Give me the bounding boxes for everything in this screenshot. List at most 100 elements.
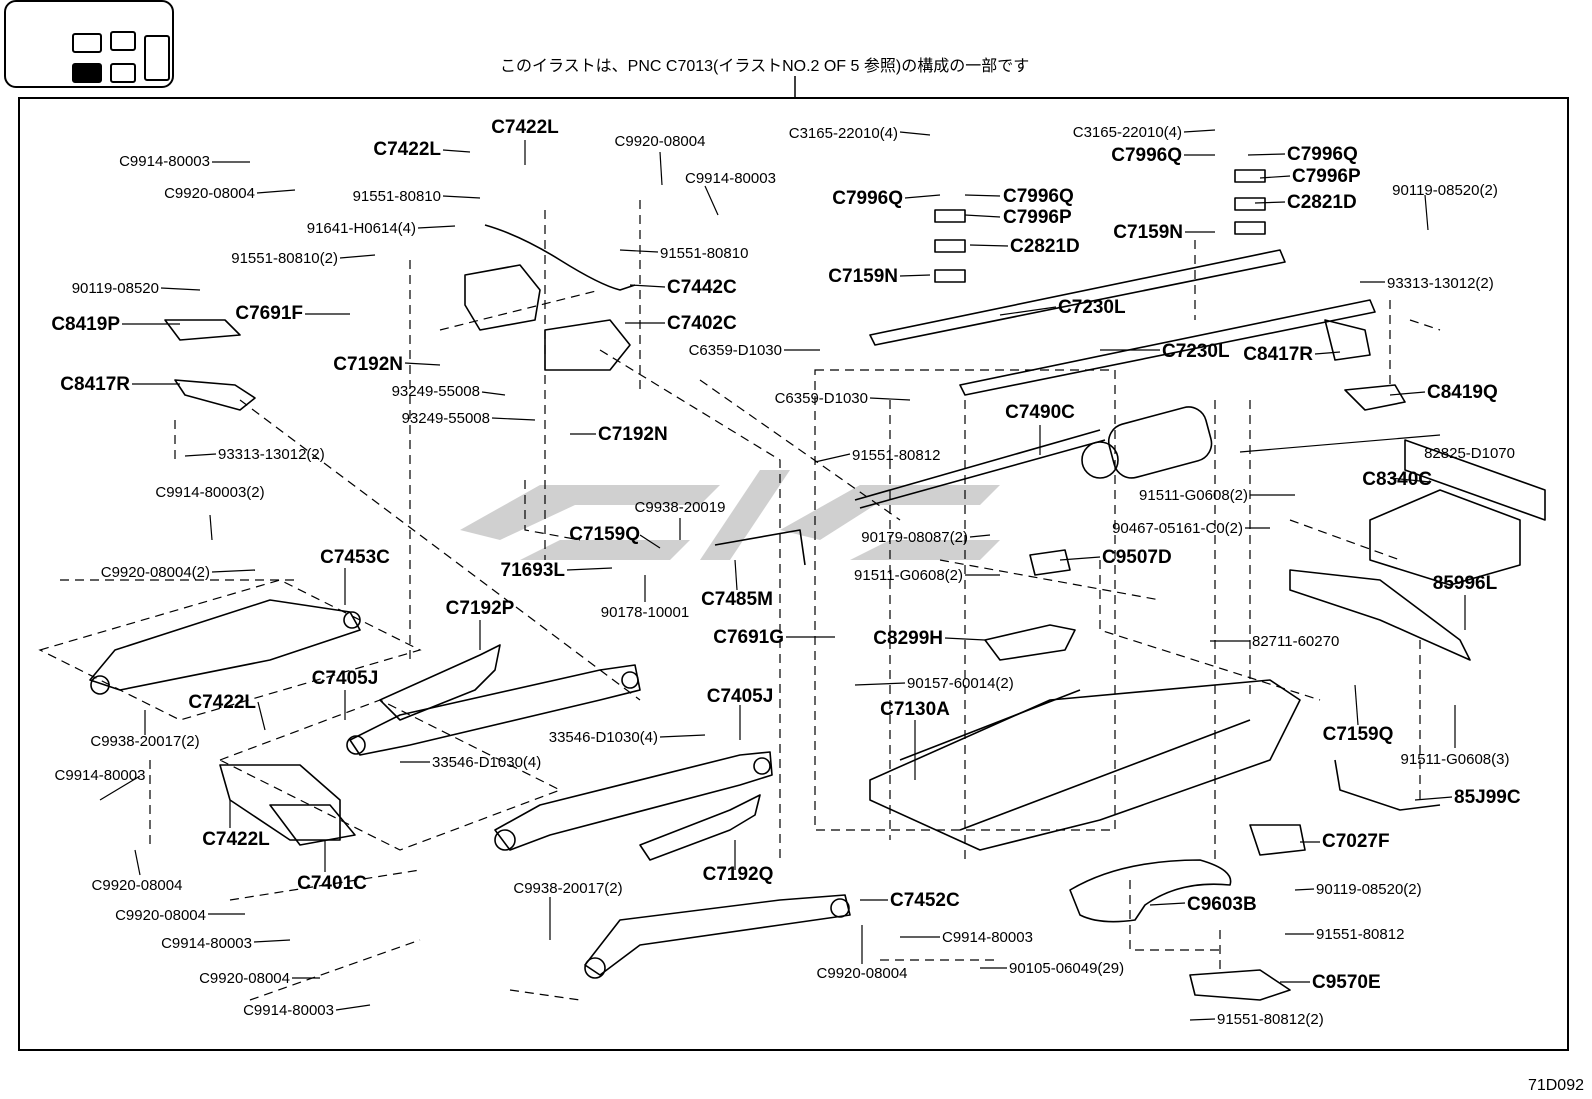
- part-label[interactable]: C7422L: [491, 117, 559, 138]
- part-label[interactable]: C2821D: [1010, 236, 1080, 257]
- part-label[interactable]: C9507D: [1102, 547, 1172, 568]
- part-label[interactable]: C7453C: [320, 547, 390, 568]
- part-label[interactable]: C7996Q: [1003, 186, 1074, 207]
- part-label[interactable]: C8340C: [1362, 469, 1432, 490]
- part-label[interactable]: C9920-08004: [817, 965, 908, 982]
- part-label[interactable]: C9920-08004(2): [101, 564, 210, 581]
- part-label[interactable]: C3165-22010(4): [789, 125, 898, 142]
- part-label[interactable]: C9914-80003: [942, 929, 1033, 946]
- part-label[interactable]: C7159Q: [569, 524, 640, 545]
- part-label[interactable]: C8419Q: [1427, 382, 1498, 403]
- part-label[interactable]: C6359-D1030: [689, 342, 782, 359]
- part-label[interactable]: 91511-G0608(2): [1139, 487, 1248, 504]
- locator-cell: [144, 35, 170, 81]
- part-label[interactable]: C7490C: [1005, 402, 1075, 423]
- part-label[interactable]: C7996Q: [1111, 145, 1182, 166]
- part-label[interactable]: C9938-20017(2): [90, 733, 199, 750]
- part-label[interactable]: C7996Q: [832, 188, 903, 209]
- part-label[interactable]: 33546-D1030(4): [549, 729, 658, 746]
- part-label[interactable]: C7192N: [598, 424, 668, 445]
- part-label[interactable]: C9920-08004: [615, 133, 706, 150]
- part-label[interactable]: C8417R: [60, 374, 130, 395]
- part-label[interactable]: C8419P: [51, 314, 120, 335]
- part-label[interactable]: C9920-08004: [92, 877, 183, 894]
- part-label[interactable]: 33546-D1030(4): [432, 754, 541, 771]
- part-label[interactable]: 91511-G0608(3): [1401, 751, 1510, 768]
- part-label[interactable]: C9914-80003: [243, 1002, 334, 1019]
- part-label[interactable]: 93313-13012(2): [218, 446, 325, 463]
- part-label[interactable]: C2821D: [1287, 192, 1357, 213]
- part-label[interactable]: C7192Q: [703, 864, 774, 885]
- part-label[interactable]: 91511-G0608(2): [854, 567, 963, 584]
- part-label[interactable]: C7485M: [701, 589, 773, 610]
- part-label[interactable]: C7027F: [1322, 831, 1390, 852]
- part-label[interactable]: C9603B: [1187, 894, 1257, 915]
- part-label[interactable]: 90119-08520(2): [1316, 881, 1422, 898]
- part-label[interactable]: C8417R: [1243, 344, 1313, 365]
- part-label[interactable]: C7159Q: [1323, 724, 1394, 745]
- part-label[interactable]: C7452C: [890, 890, 960, 911]
- part-label[interactable]: 82711-60270: [1252, 633, 1339, 650]
- part-label[interactable]: 90119-08520: [72, 280, 159, 297]
- part-label[interactable]: C9914-80003(2): [155, 484, 264, 501]
- part-label[interactable]: 90105-06049(29): [1009, 960, 1124, 977]
- part-label[interactable]: C9570E: [1312, 972, 1381, 993]
- part-label[interactable]: C7405J: [707, 686, 774, 707]
- part-label[interactable]: 85996L: [1433, 573, 1498, 594]
- part-label[interactable]: 91551-80810(2): [231, 250, 338, 267]
- part-label[interactable]: C9920-08004: [199, 970, 290, 987]
- part-label[interactable]: 91551-80812(2): [1217, 1011, 1324, 1028]
- part-label[interactable]: 93313-13012(2): [1387, 275, 1494, 292]
- part-label[interactable]: C7996P: [1292, 166, 1361, 187]
- part-label[interactable]: 90157-60014(2): [907, 675, 1014, 692]
- part-label[interactable]: C7230L: [1058, 297, 1126, 318]
- part-label[interactable]: C7996P: [1003, 207, 1072, 228]
- locator-cell-selected: [72, 63, 102, 83]
- part-label[interactable]: 91641-H0614(4): [307, 220, 416, 237]
- part-label[interactable]: C7159N: [828, 266, 898, 287]
- part-label[interactable]: C9938-20019: [635, 499, 726, 516]
- diagram-frame: [18, 97, 1569, 1051]
- part-label[interactable]: C3165-22010(4): [1073, 124, 1182, 141]
- part-label[interactable]: C9938-20017(2): [513, 880, 622, 897]
- part-label[interactable]: 91551-80810: [660, 245, 748, 262]
- part-label[interactable]: C7192P: [446, 598, 515, 619]
- part-label[interactable]: C7422L: [202, 829, 270, 850]
- part-label[interactable]: 91551-80812: [1316, 926, 1404, 943]
- part-label[interactable]: 91551-80812: [852, 447, 940, 464]
- part-label[interactable]: C9914-80003: [161, 935, 252, 952]
- part-label[interactable]: C8299H: [873, 628, 943, 649]
- part-label[interactable]: C9914-80003: [685, 170, 776, 187]
- part-label[interactable]: 85J99C: [1454, 787, 1521, 808]
- part-label[interactable]: C7996Q: [1287, 144, 1358, 165]
- part-label[interactable]: C7422L: [373, 139, 441, 160]
- part-label[interactable]: C7192N: [333, 354, 403, 375]
- illustration-code: 71D092: [1527, 1077, 1584, 1094]
- part-label[interactable]: 90178-10001: [601, 604, 689, 621]
- part-label[interactable]: C6359-D1030: [775, 390, 868, 407]
- part-label[interactable]: 93249-55008: [402, 410, 490, 427]
- part-label[interactable]: 91551-80810: [353, 188, 441, 205]
- part-label[interactable]: C7402C: [667, 313, 737, 334]
- part-label[interactable]: 82825-D1070: [1424, 445, 1515, 462]
- part-label[interactable]: 90467-05161-C0(2): [1112, 520, 1243, 537]
- part-label[interactable]: 93249-55008: [392, 383, 480, 400]
- part-label[interactable]: 90119-08520(2): [1392, 182, 1498, 199]
- part-label[interactable]: C7230L: [1162, 341, 1230, 362]
- part-label[interactable]: C9914-80003: [55, 767, 146, 784]
- part-label[interactable]: C7405J: [312, 668, 379, 689]
- part-label[interactable]: C9914-80003: [119, 153, 210, 170]
- part-label[interactable]: 90179-08087(2): [861, 529, 968, 546]
- locator-cell: [110, 63, 136, 83]
- part-label[interactable]: C9920-08004: [115, 907, 206, 924]
- part-label[interactable]: C7691G: [713, 627, 784, 648]
- part-label[interactable]: C7422L: [188, 692, 256, 713]
- part-label[interactable]: 71693L: [501, 560, 566, 581]
- part-label[interactable]: C7442C: [667, 277, 737, 298]
- part-label[interactable]: C7159N: [1113, 222, 1183, 243]
- part-label[interactable]: C7691F: [235, 303, 303, 324]
- part-label[interactable]: C7130A: [880, 699, 950, 720]
- part-label[interactable]: C7401C: [297, 873, 367, 894]
- part-label[interactable]: C9920-08004: [164, 185, 255, 202]
- watermark-logo: [460, 470, 1000, 560]
